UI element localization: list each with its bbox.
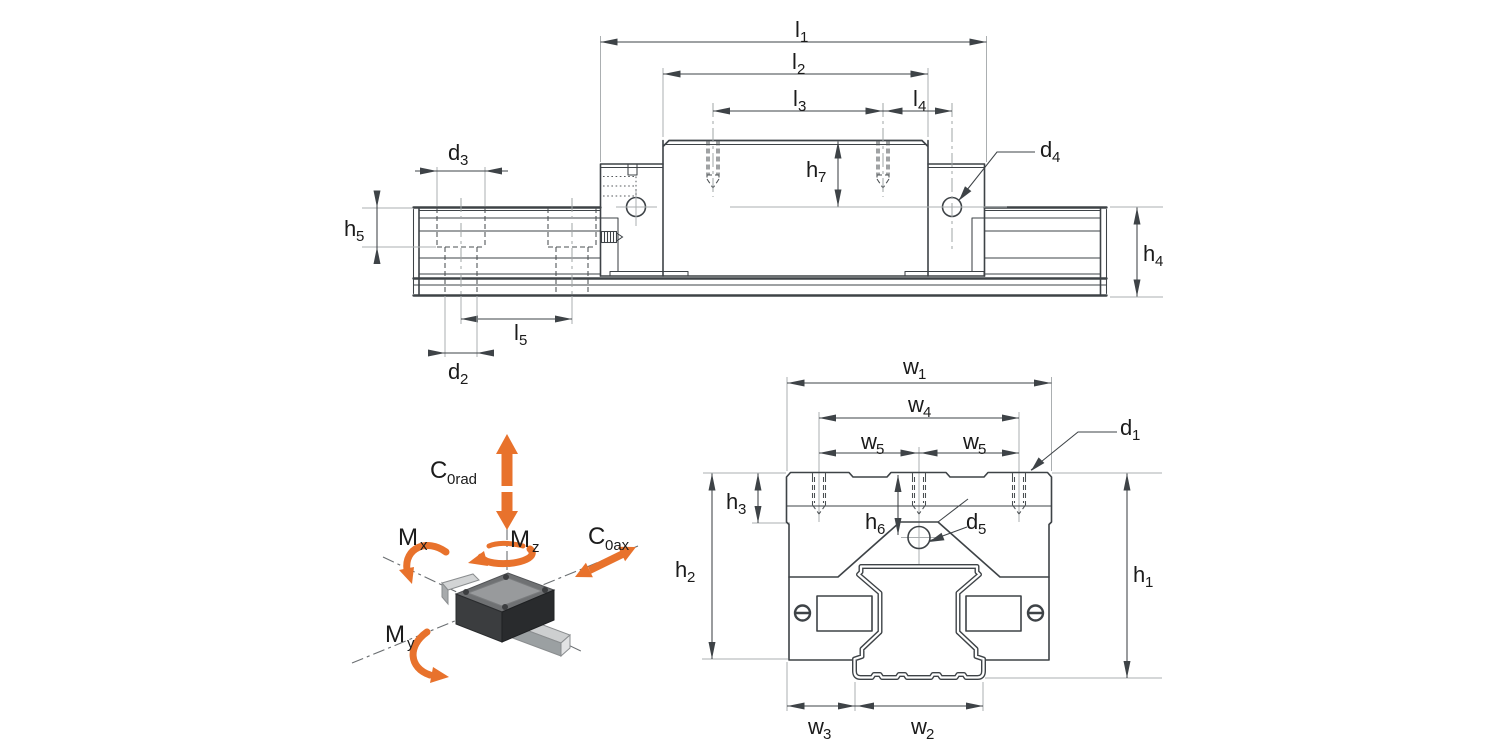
dim-label-w5-right: w [962, 429, 979, 454]
dim-label-l4-sub: 4 [918, 98, 926, 115]
dim-label-h6: h [865, 509, 877, 534]
mz-arc [477, 545, 536, 568]
carriage-3d-render [441, 572, 571, 658]
side-slot-right [965, 595, 1022, 632]
carriage-end-face [501, 589, 555, 643]
dim-label-h3: h [726, 489, 738, 514]
dim-label-w4-sub: 4 [923, 404, 931, 421]
carriage-side-view [599, 103, 1007, 277]
dim-label-h7: h [806, 157, 818, 182]
dim-label-w2-sub: 2 [926, 726, 934, 743]
dim-label-l4: l [913, 86, 918, 111]
side-slot-left [816, 595, 873, 632]
dim-label-d1-sub: 1 [1132, 427, 1140, 444]
bolt-hole [503, 574, 509, 580]
cross-section-view: w 1 w 4 w 5 w 5 d 1 h 3 h 2 h 6 d 5 h 1 … [675, 354, 1162, 743]
dim-label-d5: d [966, 509, 978, 534]
dim-label-d1: d [1120, 415, 1132, 440]
label-mx-sub: x [420, 537, 428, 554]
label-c0rad: C [430, 457, 447, 484]
dim-label-h1: h [1133, 562, 1145, 587]
dim-label-d4-sub: 4 [1052, 149, 1060, 166]
dim-label-h4-sub: 4 [1155, 253, 1163, 270]
carriage-cross-section [785, 471, 1053, 661]
mx-arc [403, 542, 450, 574]
dim-label-l2-sub: 2 [797, 61, 805, 78]
dim-label-d3: d [448, 140, 460, 165]
dim-label-h4: h [1143, 241, 1155, 266]
load-diagram: C 0rad M x M z C 0ax M y [351, 434, 639, 683]
moment-arcs [403, 540, 536, 679]
carriage-thread-holes [706, 103, 890, 197]
c0rad-arrow [496, 434, 518, 530]
rail-front-end [560, 633, 571, 658]
dim-label-l5-sub: 5 [519, 332, 527, 349]
d5-lube-hole [907, 525, 931, 550]
rail-mounting-holes [436, 198, 597, 312]
dim-label-h6-sub: 6 [877, 521, 885, 538]
dim-label-h2: h [675, 557, 687, 582]
dim-label-h2-sub: 2 [687, 569, 695, 586]
label-c0ax-sub: 0ax [605, 537, 630, 554]
dim-label-l1: l [795, 17, 800, 42]
label-c0rad-sub: 0rad [447, 471, 477, 488]
mz-arc-back [486, 540, 526, 549]
dim-label-l1-sub: 1 [800, 29, 808, 46]
dim-label-d5-sub: 5 [978, 521, 986, 538]
dim-label-d2-sub: 2 [460, 371, 468, 388]
dim-label-w3: w [807, 714, 824, 739]
dim-label-h5-sub: 5 [356, 228, 364, 245]
dim-label-w1: w [902, 354, 919, 379]
dim-label-h1-sub: 1 [1145, 574, 1153, 591]
bolt-hole [463, 589, 469, 595]
dim-label-l5: l [514, 320, 519, 345]
dim-label-h7-sub: 7 [818, 169, 826, 186]
dim-label-d2: d [448, 359, 460, 384]
dim-label-w2: w [910, 714, 927, 739]
cross-section-dimensions [708, 379, 1131, 710]
my-arc [409, 628, 434, 679]
dim-label-w3-sub: 3 [823, 726, 831, 743]
dim-label-w5-right-sub: 5 [978, 441, 986, 458]
carriage-thread-holes-front [811, 472, 1027, 515]
bolt-hole [502, 604, 508, 610]
rail-cross-section [852, 564, 986, 680]
label-c0ax: C [588, 523, 605, 550]
bolt-hole [542, 587, 548, 593]
cross-section-references [702, 377, 1162, 711]
rail-rear-side [441, 581, 449, 606]
carriage-top-panel [466, 577, 544, 607]
dim-label-w1-sub: 1 [918, 366, 926, 383]
label-mz-sub: z [532, 539, 540, 556]
label-mz: M [510, 526, 530, 553]
lube-fitting [600, 230, 624, 244]
label-my: M [385, 621, 405, 648]
dim-label-w4: w [907, 392, 924, 417]
cross-section-labels: w 1 w 4 w 5 w 5 d 1 h 3 h 2 h 6 d 5 h 1 … [675, 354, 1153, 743]
load-diagram-labels: C 0rad M x M z C 0ax M y [385, 457, 630, 652]
dim-label-h5: h [344, 216, 356, 241]
dim-label-h3-sub: 3 [738, 501, 746, 518]
side-view: l 1 l 2 l 3 l 4 d 3 h 5 h 7 d 4 h 4 l 5 … [344, 17, 1163, 388]
dim-label-w5-left-sub: 5 [876, 441, 884, 458]
side-view-dimensions [362, 36, 1163, 357]
label-my-sub: y [407, 635, 415, 652]
c0ax-arrow [575, 546, 636, 578]
dim-label-d4: d [1040, 137, 1052, 162]
side-view-labels: l 1 l 2 l 3 l 4 d 3 h 5 h 7 d 4 h 4 l 5 … [344, 17, 1163, 388]
dim-label-l3-sub: 3 [798, 98, 806, 115]
dim-label-w5-left: w [860, 429, 877, 454]
dim-label-l2: l [792, 49, 797, 74]
my-arrowhead [430, 667, 449, 683]
dim-label-l3: l [793, 86, 798, 111]
rail-side-view [412, 206, 1108, 297]
label-mx: M [398, 524, 418, 551]
dim-label-d3-sub: 3 [460, 152, 468, 169]
